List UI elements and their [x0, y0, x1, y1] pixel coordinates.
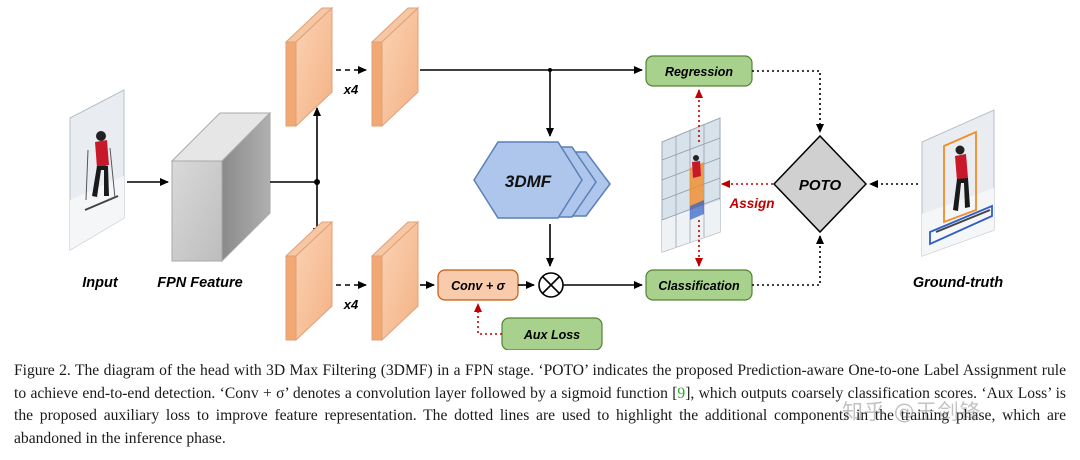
bottom-feature-2: [370, 220, 420, 342]
x4-bottom-label: x4: [343, 297, 359, 312]
zhihu-watermark: 知乎 @王剑锋: [842, 400, 982, 424]
input-label: Input: [82, 275, 119, 291]
input-image: [69, 89, 125, 251]
poto-label: POTO: [799, 177, 842, 194]
x4-top-label: x4: [343, 82, 359, 97]
ground-truth-image: [921, 109, 995, 257]
figure-caption: Figure 2. The diagram of the head with 3…: [14, 360, 1066, 450]
assign-label: Assign: [728, 196, 774, 211]
prediction-grid-image: [661, 117, 721, 253]
arrow-classification-to-poto: [752, 235, 824, 286]
poto-diamond: [772, 134, 868, 234]
classification-label: Classification: [658, 279, 740, 293]
caption-citation[interactable]: 9: [677, 384, 686, 402]
multiply-icon: [538, 272, 564, 298]
fpn-feature-block: [170, 111, 272, 263]
ground-truth-label: Ground-truth: [913, 275, 1003, 291]
arrow-regression-to-poto: [752, 70, 824, 133]
fpn-feature-label: FPN Feature: [157, 275, 242, 291]
top-feature-1: [284, 6, 334, 128]
top-feature-2: [370, 6, 420, 128]
caption-text-1: Figure 2. The diagram of the head with 3…: [14, 362, 1066, 402]
head-diagram: Input FPN Feature x4 x4: [69, 6, 1003, 350]
aux-loss-label: Aux Loss: [523, 328, 580, 342]
3dmf-module: [473, 141, 611, 219]
caption-text-2: ], which outputs coarsely classification…: [14, 384, 1066, 447]
bottom-feature-1: [284, 220, 334, 342]
arrow-aux-to-conv: [474, 303, 502, 335]
conv-sigma-label: Conv + σ: [451, 279, 505, 293]
3dmf-label: 3DMF: [505, 172, 552, 191]
regression-label: Regression: [665, 65, 733, 79]
